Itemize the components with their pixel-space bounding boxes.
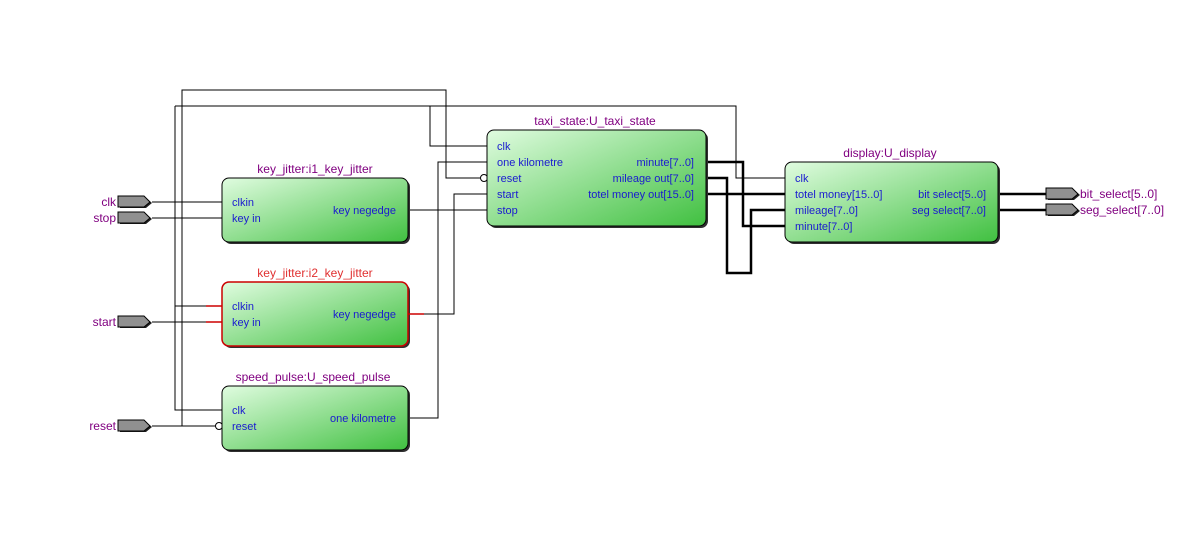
pin-label: reset xyxy=(89,419,116,433)
pin-shape xyxy=(1045,187,1079,200)
output-pin-seg-select[interactable]: seg_select[7..0] xyxy=(1045,203,1164,217)
port-out-minute-7-0-: minute[7..0] xyxy=(637,157,694,169)
block-title: key_jitter:i1_key_jitter xyxy=(257,162,372,176)
block-title: taxi_state:U_taxi_state xyxy=(534,114,656,128)
block-title: key_jitter:i2_key_jitter xyxy=(257,266,372,280)
port-in-clkin: clkin xyxy=(232,197,254,209)
wires xyxy=(152,89,1046,430)
port-in-one-kilometre: one kilometre xyxy=(497,157,563,169)
port-out-seg-select-7-0-: seg select[7..0] xyxy=(912,205,986,217)
port-in-key-in: key in xyxy=(232,317,261,329)
port-in-clk: clk xyxy=(232,405,246,417)
wire-clk-display xyxy=(175,105,785,179)
pin-label: bit_select[5..0] xyxy=(1080,187,1157,201)
block-title: speed_pulse:U_speed_pulse xyxy=(236,370,391,384)
port-in-stop: stop xyxy=(497,205,518,217)
block-body xyxy=(486,129,707,227)
pin-label: stop xyxy=(93,211,116,225)
port-in-minute-7-0-: minute[7..0] xyxy=(795,221,852,233)
block-body xyxy=(221,385,409,451)
port-in-start: start xyxy=(497,189,518,201)
pin-label: seg_select[7..0] xyxy=(1080,203,1164,217)
port-out-key-negedge: key negedge xyxy=(333,309,396,321)
port-out-bit-select-5-0-: bit select[5..0] xyxy=(918,189,986,201)
wire-one-kilometre xyxy=(408,161,487,419)
block-body xyxy=(221,177,409,243)
input-pin-start[interactable]: start xyxy=(93,315,152,329)
port-in-mileage-7-0-: mileage[7..0] xyxy=(795,205,858,217)
port-in-clk: clk xyxy=(795,173,809,185)
block-body xyxy=(784,161,999,243)
pin-shape xyxy=(1045,203,1079,216)
pin-shape xyxy=(117,315,151,328)
port-out-totel-money-out-15-0-: totel money out[15..0] xyxy=(588,189,694,201)
port-in-clkin: clkin xyxy=(232,301,254,313)
port-out-one-kilometre: one kilometre xyxy=(330,413,396,425)
input-pin-stop[interactable]: stop xyxy=(93,211,152,225)
reset-bubble-taxi xyxy=(480,174,488,182)
pin-shape xyxy=(117,419,151,432)
pin-shape xyxy=(117,195,151,208)
pin-label: clk xyxy=(101,195,117,209)
pin-label: start xyxy=(93,315,117,329)
port-out-mileage-out-7-0-: mileage out[7..0] xyxy=(613,173,694,185)
port-in-totel-money-15-0-: totel money[15..0] xyxy=(795,189,882,201)
wire-clk-bus xyxy=(174,202,222,411)
pin-shape xyxy=(117,211,151,224)
bus-mileage xyxy=(706,176,785,275)
input-pin-clk[interactable]: clk xyxy=(101,195,152,209)
output-pin-bit-select[interactable]: bit_select[5..0] xyxy=(1045,187,1157,201)
port-out-key-negedge: key negedge xyxy=(333,205,396,217)
wire-start-negedge xyxy=(408,193,487,315)
port-in-reset: reset xyxy=(497,173,521,185)
port-in-reset: reset xyxy=(232,421,256,433)
wire-clk-taxi xyxy=(429,106,487,147)
input-pin-reset[interactable]: reset xyxy=(89,419,152,433)
reset-bubble-speed xyxy=(215,422,223,430)
port-in-key-in: key in xyxy=(232,213,261,225)
port-in-clk: clk xyxy=(497,141,511,153)
wire-reset-bus xyxy=(181,89,480,426)
block-title: display:U_display xyxy=(843,146,936,160)
